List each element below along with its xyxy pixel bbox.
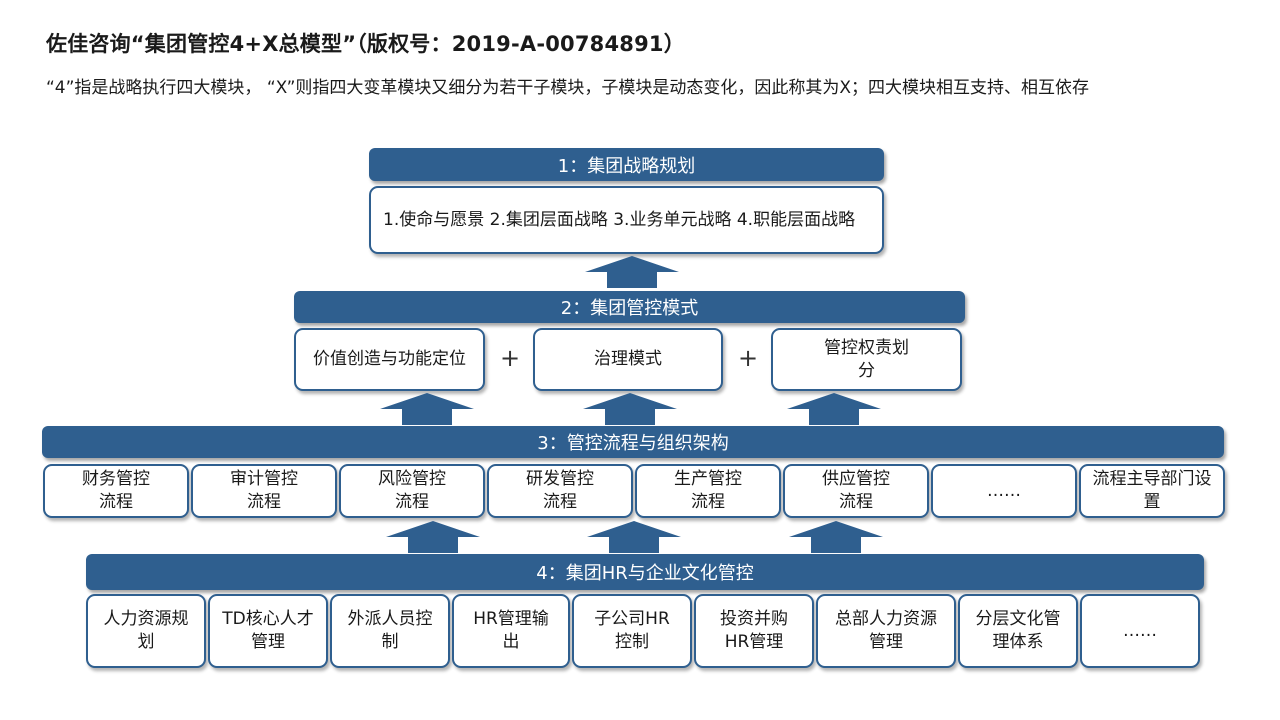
up-arrow-icon — [587, 521, 681, 553]
level2-item-governance: 治理模式 — [533, 328, 723, 391]
level4-item-hq-hr: 总部人力资源管理 — [816, 594, 956, 668]
level2-header: 2：集团管控模式 — [294, 291, 965, 323]
level4-item-mna-hr: 投资并购HR管理 — [694, 594, 814, 668]
level3-item-supply: 供应管控流程 — [783, 464, 929, 518]
level4-item-hr-output: HR管理输出 — [452, 594, 570, 668]
level4-header: 4：集团HR与企业文化管控 — [86, 554, 1204, 590]
up-arrow-icon — [380, 393, 474, 425]
intro-text: “4”指是战略执行四大模块， “X”则指四大变革模块又细分为若干子模块，子模块是… — [46, 78, 1090, 98]
level4-item-subsidiary-hr: 子公司HR控制 — [572, 594, 692, 668]
level3-item-rnd: 研发管控流程 — [487, 464, 633, 518]
level1-header: 1：集团战略规划 — [369, 148, 884, 181]
level3-header: 3：管控流程与组织架构 — [42, 426, 1224, 458]
page-title: 佐佳咨询“集团管控4+X总模型”（版权号：2019-A-00784891） — [46, 32, 685, 56]
level2-item-authority: 管控权责划分 — [771, 328, 962, 391]
level4-item-talent: TD核心人才管理 — [208, 594, 328, 668]
plus-sign: + — [737, 344, 759, 372]
up-arrow-icon — [386, 521, 480, 553]
level2-item-value-positioning: 价值创造与功能定位 — [294, 328, 485, 391]
level3-item-finance: 财务管控流程 — [43, 464, 189, 518]
level1-content-box: 1.使命与愿景 2.集团层面战略 3.业务单元战略 4.职能层面战略 — [369, 186, 884, 254]
up-arrow-icon — [787, 393, 881, 425]
level4-item-more: …… — [1080, 594, 1200, 668]
up-arrow-icon — [585, 256, 679, 288]
plus-sign: + — [499, 344, 521, 372]
level4-item-expat: 外派人员控制 — [330, 594, 450, 668]
up-arrow-icon — [789, 521, 883, 553]
level4-item-hr-planning: 人力资源规划 — [86, 594, 206, 668]
level3-item-risk: 风险管控流程 — [339, 464, 485, 518]
up-arrow-icon — [583, 393, 677, 425]
level3-item-production: 生产管控流程 — [635, 464, 781, 518]
level3-item-audit: 审计管控流程 — [191, 464, 337, 518]
level4-item-culture: 分层文化管理体系 — [958, 594, 1078, 668]
level3-item-more: …… — [931, 464, 1077, 518]
level3-item-process-dept: 流程主导部门设置 — [1079, 464, 1225, 518]
